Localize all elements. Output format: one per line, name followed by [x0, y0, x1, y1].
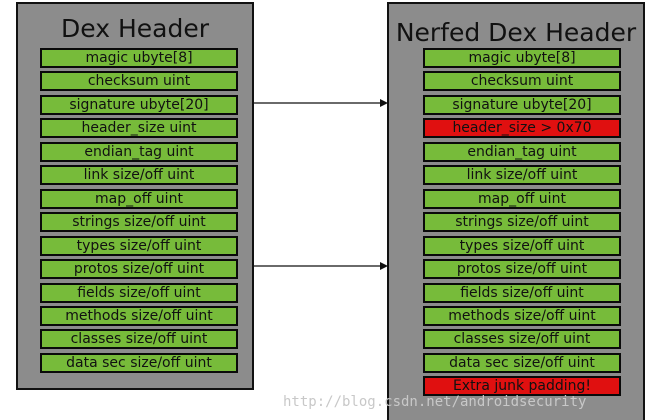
nerfed-dex-header-field-fields-size-off-uint: fields size/off uint [423, 282, 621, 303]
dex-header-field-classes-size-off-uint: classes size/off uint [40, 329, 238, 350]
dex-header-field-checksum-uint: checksum uint [40, 71, 238, 92]
dex-header-field-map-off-uint: map_off uint [40, 188, 238, 209]
arrow-signature-to-header-size [254, 99, 388, 107]
nerfed-dex-header-title: Nerfed Dex Header [395, 18, 637, 47]
nerfed-dex-header-field-types-size-off-uint: types size/off uint [423, 235, 621, 256]
nerfed-dex-header-field-signature-ubyte-20: signature ubyte[20] [423, 94, 621, 115]
nerfed-dex-header-field-map-off-uint: map_off uint [423, 188, 621, 209]
dex-header-field-endian-tag-uint: endian_tag uint [40, 141, 238, 162]
dex-header-field-fields-size-off-uint: fields size/off uint [40, 282, 238, 303]
dex-header-field-protos-size-off-uint: protos size/off uint [40, 259, 238, 280]
dex-header-title: Dex Header [61, 14, 209, 43]
dex-header-field-strings-size-off-uint: strings size/off uint [40, 212, 238, 233]
nerfed-dex-header-field-link-size-off-uint: link size/off uint [423, 165, 621, 186]
nerfed-dex-header-field-protos-size-off-uint: protos size/off uint [423, 259, 621, 280]
nerfed-dex-header-field-header-size-0x70: header_size > 0x70 [423, 118, 621, 139]
dex-header-field-magic-ubyte-8: magic ubyte[8] [40, 48, 238, 68]
arrow-protos-to-protos [254, 262, 388, 270]
nerfed-dex-header-field-checksum-uint: checksum uint [423, 71, 621, 92]
dex-header-field-types-size-off-uint: types size/off uint [40, 235, 238, 256]
nerfed-dex-header-field-endian-tag-uint: endian_tag uint [423, 141, 621, 162]
dex-header-field-data-sec-size-off-uint: data sec size/off uint [40, 352, 238, 373]
nerfed-dex-header-field-strings-size-off-uint: strings size/off uint [423, 212, 621, 233]
dex-header-field-methods-size-off-uint: methods size/off uint [40, 305, 238, 326]
nerfed-dex-header-field-magic-ubyte-8: magic ubyte[8] [423, 48, 621, 68]
dex-header-field-link-size-off-uint: link size/off uint [40, 165, 238, 186]
nerfed-dex-header-field-classes-size-off-uint: classes size/off uint [423, 329, 621, 350]
watermark: http://blog.csdn.net/androidsecurity [283, 394, 587, 410]
nerfed-dex-header-field-data-sec-size-off-uint: data sec size/off uint [423, 352, 621, 373]
dex-header-field-signature-ubyte-20: signature ubyte[20] [40, 94, 238, 115]
dex-header-field-header-size-uint: header_size uint [40, 118, 238, 139]
nerfed-dex-header-panel: Nerfed Dex Header magic ubyte[8] checksum… [387, 2, 645, 420]
nerfed-dex-header-field-extra-junk-padding: Extra junk padding! [423, 376, 621, 397]
nerfed-dex-header-field-methods-size-off-uint: methods size/off uint [423, 305, 621, 326]
